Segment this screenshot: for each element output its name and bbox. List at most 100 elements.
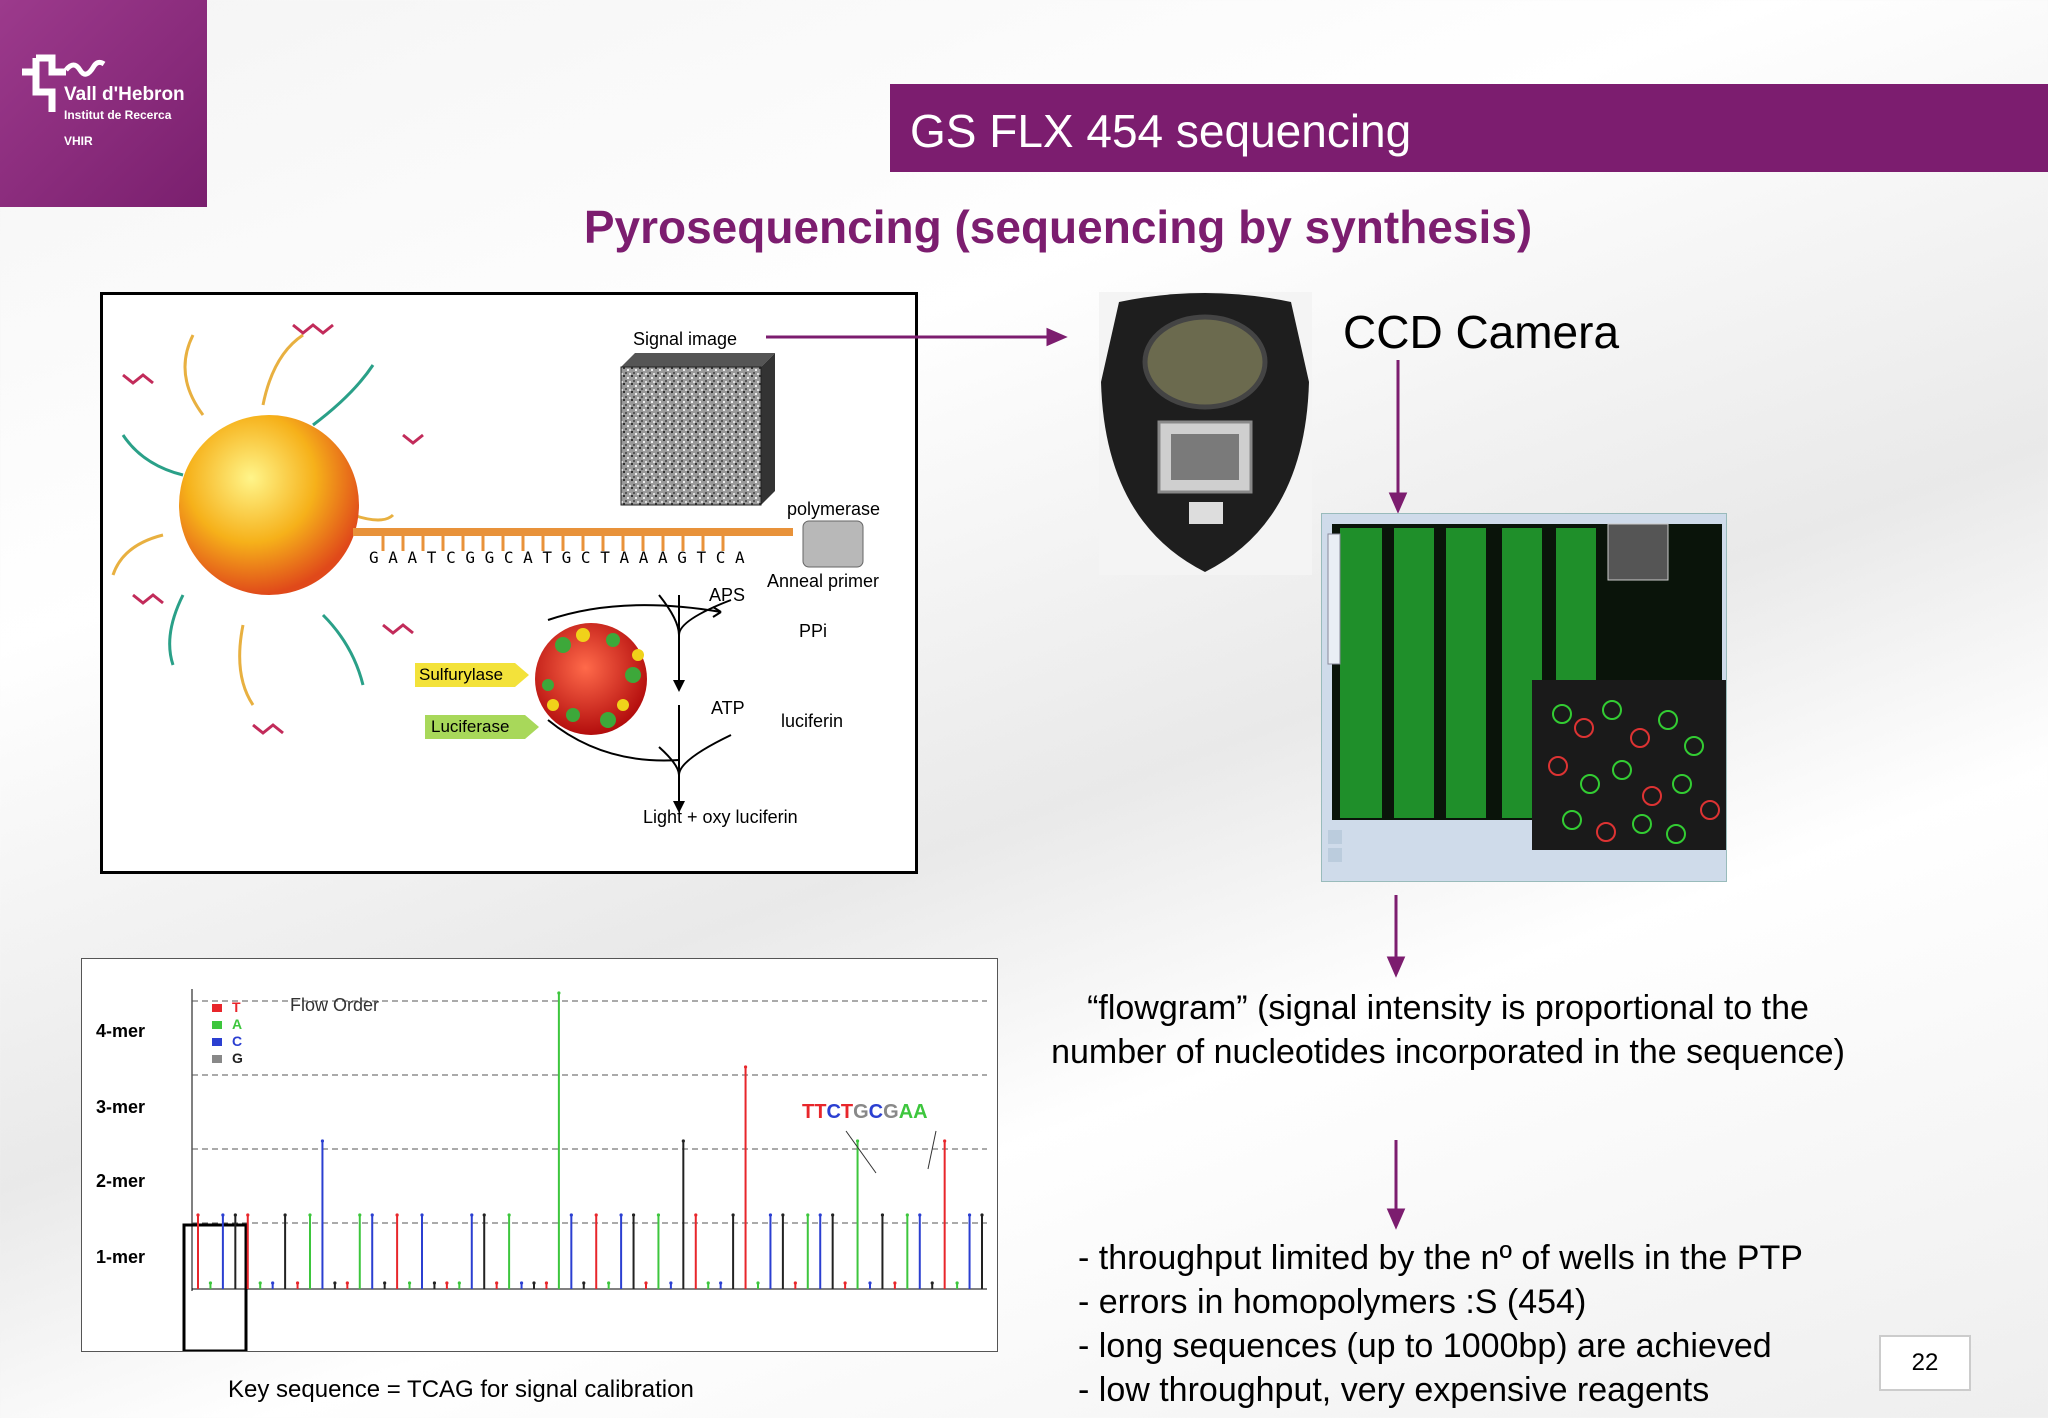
flowgram-bar-cap — [855, 1139, 860, 1143]
flowgram-bar-cap — [880, 1213, 885, 1217]
flowgram-bar-cap — [631, 1213, 636, 1217]
flowgram-bar-cap — [905, 1213, 909, 1217]
flowgram-bar-cap — [283, 1213, 287, 1217]
ccd-camera-photo — [1099, 292, 1312, 575]
legend-item-a: A — [212, 1016, 243, 1033]
flowgram-bar-cap — [594, 1213, 598, 1217]
flowgram-bar-cap — [893, 1281, 897, 1285]
flowgram-bar-cap — [233, 1213, 237, 1217]
flowgram-bar-cap — [532, 1281, 536, 1285]
anneal-primer-label: Anneal primer — [767, 571, 880, 591]
flowgram-bar-cap — [308, 1213, 312, 1217]
page-number: 22 — [1879, 1335, 1971, 1391]
signal-image — [620, 366, 762, 506]
y-label-2mer: 2-mer — [96, 1171, 146, 1191]
bullet-item: - long sequences (up to 1000bp) are achi… — [1078, 1327, 1772, 1365]
slide-title: GS FLX 454 sequencing — [910, 105, 1412, 157]
sequence-label: G A A T C G G C A T G C T A A A G T C A — [369, 548, 745, 567]
luciferase-label: Luciferase — [431, 717, 510, 736]
flowgram-bar-cap — [445, 1281, 449, 1285]
flowgram-bar-cap — [681, 1139, 685, 1143]
flowgram-bar-cap — [967, 1213, 972, 1217]
ppi-label: PPi — [799, 621, 828, 641]
flowgram-bar-cap — [208, 1281, 213, 1285]
key-sequence-box — [182, 1223, 248, 1351]
flowgram-bar-cap — [955, 1281, 959, 1285]
vhir-logo — [0, 0, 207, 207]
bullet-list: - throughput limited by the nº of wells … — [1078, 1236, 1803, 1412]
logo-subtitle: Institut de Recerca — [64, 108, 172, 122]
flowgram-bar-cap — [383, 1281, 387, 1285]
flowgram-bar-cap — [743, 1065, 748, 1069]
annotation-sequence: TTCTGCGAA — [802, 1101, 928, 1123]
flowgram-bar-cap — [768, 1213, 773, 1217]
flowgram-bar-cap — [669, 1281, 673, 1285]
bullet-item: - errors in homopolymers :S (454) — [1078, 1283, 1587, 1321]
flowgram-bar-cap — [544, 1281, 549, 1285]
flowgram-bar-cap — [395, 1213, 399, 1217]
flowgram-bar-cap — [495, 1281, 499, 1285]
flowgram-bar-cap — [756, 1281, 760, 1285]
flowgram-bar-cap — [607, 1281, 611, 1285]
flowgram-bar-cap — [656, 1213, 661, 1217]
flowgram-bar-cap — [507, 1213, 511, 1217]
bullet-item: - throughput limited by the nº of wells … — [1078, 1239, 1803, 1277]
y-label-3mer: 3-mer — [96, 1097, 146, 1117]
flowgram-bar-cap — [320, 1139, 325, 1143]
legend-item-c: C — [212, 1033, 243, 1050]
polymerase-shape — [802, 520, 864, 568]
flowgram-bar-cap — [781, 1213, 785, 1217]
flowgram-bar-cap — [793, 1281, 797, 1285]
flow-legend: T A C G — [212, 999, 243, 1067]
capture-bead — [179, 415, 359, 595]
legend-item-t: T — [212, 999, 243, 1016]
logo-name: Vall d'Hebron — [64, 84, 185, 105]
ccd-camera-label: CCD Camera — [1343, 306, 1620, 358]
flowgram-plot — [182, 989, 987, 1351]
aps-label: APS — [709, 585, 746, 605]
flowgram-bar-cap — [569, 1213, 573, 1217]
flowgram-bar-cap — [706, 1281, 710, 1285]
y-label-4mer: 4-mer — [96, 1021, 146, 1041]
flowgram-bar-cap — [582, 1281, 586, 1285]
flowgram-bar-cap — [644, 1281, 648, 1285]
flowgram-bar-cap — [432, 1281, 437, 1285]
flowgram-bar-cap — [519, 1281, 524, 1285]
flowgram-bar-cap — [196, 1213, 200, 1217]
flowgram-bar-cap — [930, 1281, 934, 1285]
luciferase-tag — [425, 715, 539, 739]
signal-image-label: Signal image — [633, 329, 738, 349]
flowgram-bar-cap — [731, 1213, 735, 1217]
slide-subtitle: Pyrosequencing (sequencing by synthesis) — [583, 201, 1533, 253]
polymerase-label: polymerase — [787, 499, 881, 519]
logo-cross-icon — [22, 54, 106, 112]
flowgram-bar-cap — [943, 1139, 947, 1143]
flowgram-bar-cap — [557, 991, 561, 995]
flowgram-bar-cap — [868, 1281, 872, 1285]
pyrosequencing-diagram: Signal image polymerase G A A T C G G C … — [100, 292, 918, 874]
flowgram-bar-cap — [619, 1213, 623, 1217]
flowgram-bar-cap — [246, 1213, 250, 1217]
flowgram-bar-cap — [295, 1281, 300, 1285]
title-bar — [890, 84, 2048, 172]
flowgram-bar-cap — [831, 1213, 835, 1217]
legend-item-g: G — [212, 1050, 243, 1067]
flowgram-bar-cap — [980, 1213, 984, 1217]
template-strand — [353, 528, 793, 536]
flowgram-chart: Flow Order 4-mer 3-mer 2-mer 1-mer T A C… — [81, 958, 998, 1352]
flowgram-bar-cap — [271, 1281, 275, 1285]
flowgram-description: “flowgram” (signal intensity is proporti… — [1051, 989, 1845, 1071]
y-label-1mer: 1-mer — [96, 1247, 146, 1267]
flowgram-bar-cap — [694, 1213, 698, 1217]
flowgram-bar-cap — [221, 1213, 225, 1217]
flowgram-bar-cap — [918, 1213, 922, 1217]
sulfurylase-label: Sulfurylase — [419, 665, 504, 684]
flowgram-bar-cap — [370, 1213, 374, 1217]
flowgram-bar-cap — [420, 1213, 424, 1217]
flowgram-bar-cap — [818, 1213, 822, 1217]
chart-title: Flow Order — [290, 995, 380, 1015]
flowgram-bar-cap — [482, 1213, 486, 1217]
flowgram-bar-cap — [407, 1281, 412, 1285]
flowgram-bar-cap — [333, 1281, 337, 1285]
